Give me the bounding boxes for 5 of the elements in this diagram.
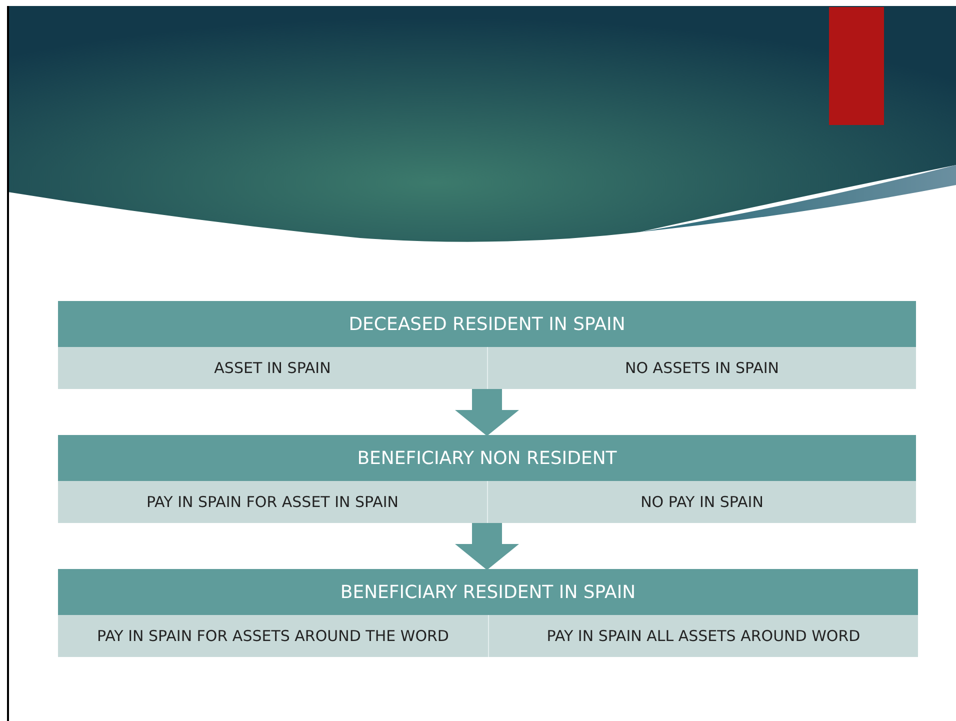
table-header: BENEFICIARY NON RESIDENT [58,435,916,481]
down-arrow [455,389,519,436]
table-header: DECEASED RESIDENT IN SPAIN [58,301,916,347]
down-arrow [455,523,519,570]
table-header: BENEFICIARY RESIDENT IN SPAIN [58,569,918,615]
